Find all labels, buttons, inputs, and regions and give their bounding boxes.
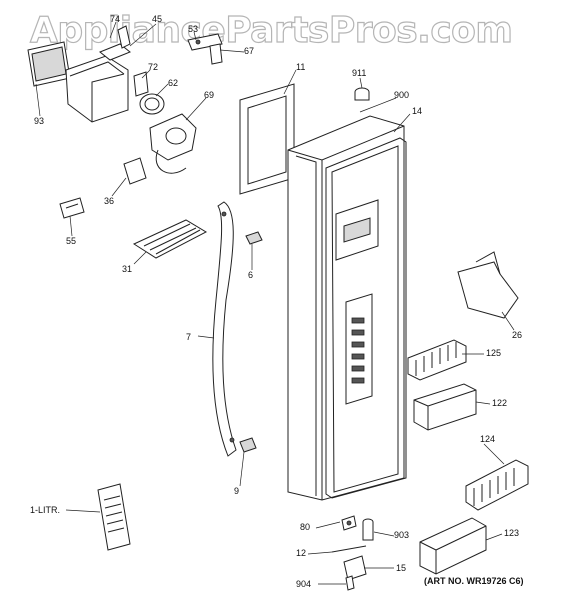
- callout-67: 67: [244, 46, 255, 56]
- callout-36: 36: [104, 196, 115, 206]
- part-55: [59, 197, 85, 219]
- callout-26: 26: [512, 330, 523, 340]
- callout-93: 93: [34, 116, 45, 126]
- switch-36-part: [123, 157, 147, 185]
- callout-911: 911: [352, 68, 367, 78]
- callout-72: 72: [148, 62, 159, 72]
- callout-62: 62: [168, 78, 179, 88]
- callout-124: 124: [480, 434, 496, 444]
- bracket-72-part: [133, 71, 149, 97]
- shelf-125-part: [407, 339, 467, 381]
- callout-45: 45: [152, 14, 163, 24]
- dispenser-housing-part: [27, 25, 131, 123]
- motor-69-part: [149, 113, 197, 174]
- chute-26-part: [457, 251, 519, 319]
- rack-124-part: [465, 459, 529, 511]
- part-15: [343, 555, 367, 581]
- bracket-53-67-part: [187, 33, 223, 65]
- callout-11: 11: [296, 62, 306, 72]
- callout-53: 53: [188, 24, 199, 34]
- watermark: AppliancePartsPros.com: [29, 9, 513, 51]
- frame-11-part: [239, 83, 295, 195]
- manual-booklet: [97, 483, 131, 551]
- callout-14: 14: [412, 106, 423, 116]
- ring-62-part: [139, 93, 165, 115]
- callout-904: 904: [296, 579, 312, 589]
- callout-31: 31: [122, 264, 133, 274]
- dispenser-recess: [335, 199, 379, 405]
- bin-123-part: [419, 517, 487, 575]
- bushing-6-part: [245, 231, 263, 245]
- callout-900: 900: [394, 90, 410, 100]
- handle-7-part: [212, 201, 237, 457]
- gasket-14-part: [325, 137, 407, 499]
- part-12: [331, 545, 367, 553]
- callout-903: 903: [394, 530, 410, 540]
- callout-69: 69: [204, 90, 215, 100]
- art-number: (ART NO. WR19726 C6): [424, 576, 524, 586]
- callout-9: 9: [234, 486, 240, 496]
- callout-74: 74: [110, 14, 121, 24]
- callout-122: 122: [492, 398, 508, 408]
- callout-6: 6: [248, 270, 254, 280]
- grille-31-part: [132, 219, 208, 259]
- callout-123: 123: [504, 528, 520, 538]
- callout-15: 15: [396, 563, 407, 573]
- callout-7: 7: [186, 332, 192, 342]
- callout-12: 12: [296, 548, 307, 558]
- part-80: [341, 515, 357, 531]
- callout-55: 55: [66, 236, 77, 246]
- leader-lines: [35, 21, 515, 585]
- bin-122-part: [413, 383, 477, 431]
- callout-1-litr: 1-LITR.: [30, 505, 61, 515]
- callout-125: 125: [486, 348, 502, 358]
- bushing-9-part: [239, 437, 257, 453]
- part-904: [345, 575, 355, 591]
- plug-911-part: [354, 87, 370, 101]
- part-903: [362, 518, 374, 541]
- callout-80: 80: [300, 522, 311, 532]
